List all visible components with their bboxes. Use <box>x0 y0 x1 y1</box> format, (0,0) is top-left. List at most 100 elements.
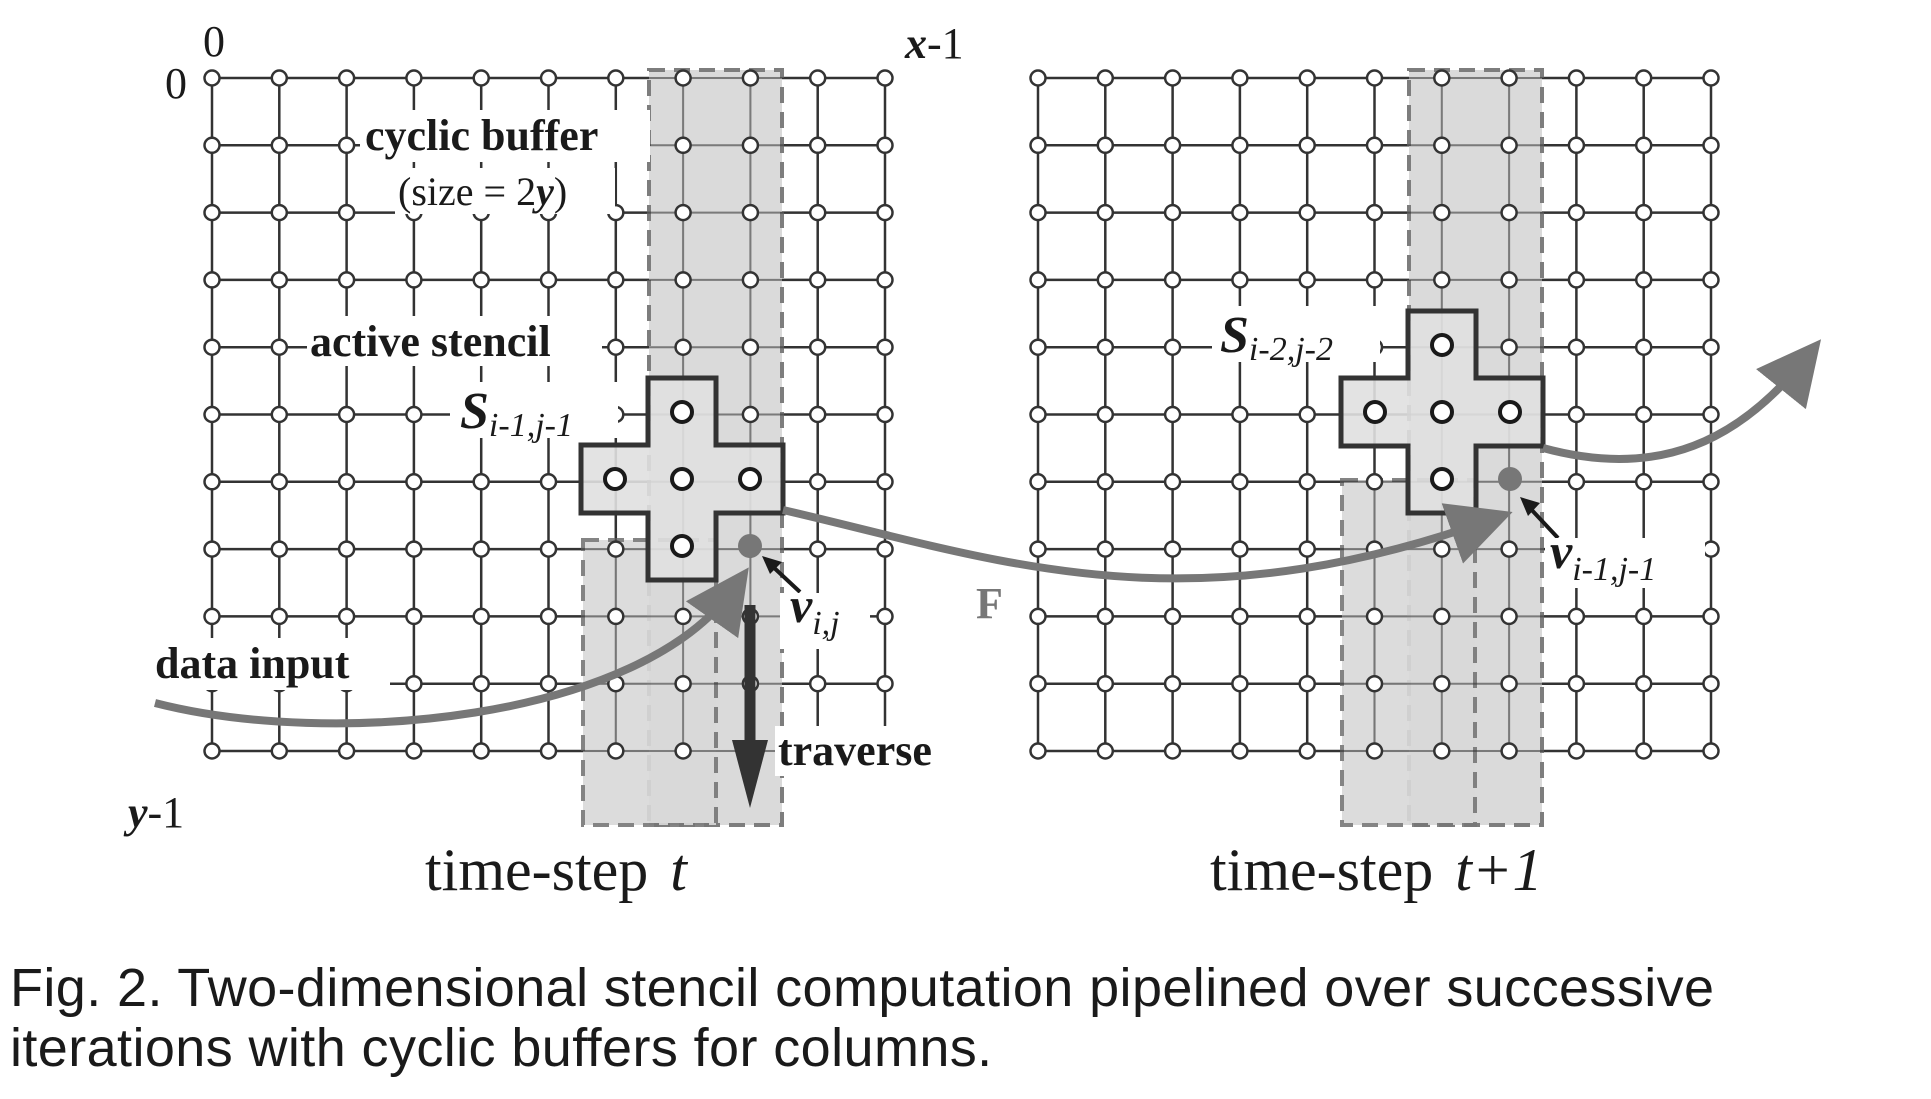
grid-node <box>1029 69 1047 87</box>
grid-node <box>1163 69 1182 87</box>
grid-node <box>1298 674 1316 693</box>
grid-node <box>472 540 490 558</box>
grid-node <box>1500 674 1518 693</box>
grid-node <box>1433 540 1451 558</box>
grid-node <box>1163 405 1182 424</box>
grid-node <box>337 405 356 424</box>
y-max-label: y-1 <box>123 788 184 837</box>
grid-node <box>270 69 289 87</box>
grid-node <box>337 136 356 155</box>
grid-node <box>337 203 356 222</box>
grid-node <box>1163 742 1182 760</box>
grid-node <box>472 271 490 289</box>
active-node-v-i-j <box>738 534 762 558</box>
grid-node <box>1365 271 1384 289</box>
grid-node <box>1433 674 1451 693</box>
grid-node <box>539 69 558 87</box>
grid-node <box>405 473 423 491</box>
grid-node <box>1567 136 1586 155</box>
stencil-label-left: Si-1,j-1 <box>460 383 573 444</box>
grid-node <box>607 338 625 356</box>
grid-node <box>1163 540 1182 558</box>
grid-node <box>1634 742 1653 760</box>
grid-node <box>808 338 827 356</box>
grid-node <box>1163 203 1182 222</box>
grid-node <box>1231 742 1249 760</box>
grid-node <box>876 540 894 558</box>
grid-node <box>1298 69 1316 87</box>
grid-node <box>674 607 692 626</box>
grid-node <box>1365 742 1384 760</box>
grid-node <box>1029 136 1047 155</box>
grid-node <box>405 271 423 289</box>
buffer-size-label: (size = 2y) <box>398 169 567 214</box>
v-i-1-j-1-pointer <box>1526 504 1560 540</box>
grid-node <box>1231 607 1249 626</box>
grid-node <box>1567 271 1586 289</box>
grid-node <box>1567 203 1586 222</box>
grid-node <box>876 607 894 626</box>
grid-node <box>472 607 490 626</box>
grid-node <box>1096 674 1115 693</box>
grid-node <box>876 338 894 356</box>
grid-node <box>203 69 221 87</box>
grid-node <box>1634 674 1653 693</box>
grid-node <box>1365 607 1384 626</box>
grid-node <box>741 69 760 87</box>
grid-node <box>1567 69 1586 87</box>
grid-node <box>472 742 490 760</box>
grid-node <box>1231 674 1249 693</box>
grid-node <box>607 540 625 558</box>
grid-node <box>472 473 490 491</box>
grid-node <box>1634 69 1653 87</box>
grid-node <box>876 136 894 155</box>
grid-node <box>270 742 289 760</box>
grid-node <box>876 473 894 491</box>
grid-node <box>1702 271 1720 289</box>
grid-node <box>808 473 827 491</box>
grid-node <box>203 540 221 558</box>
grid-node <box>1567 742 1586 760</box>
origin-x-label: 0 <box>203 17 225 66</box>
v-i-1-j-1-pointer-head <box>1520 497 1540 516</box>
grid-node <box>741 271 760 289</box>
grid-node <box>539 271 558 289</box>
grid-node <box>203 203 221 222</box>
grid-node <box>1634 473 1653 491</box>
grid-node <box>1500 271 1518 289</box>
grid-node <box>1096 136 1115 155</box>
grid-node <box>1702 742 1720 760</box>
grid-node <box>270 540 289 558</box>
grid-node <box>1298 607 1316 626</box>
grid-node <box>203 271 221 289</box>
figure-caption: Fig. 2. Two-dimensional stencil computat… <box>10 958 1925 1078</box>
grid-node <box>876 674 894 693</box>
grid-node <box>1433 271 1451 289</box>
grid-node <box>405 674 423 693</box>
grid-node <box>337 607 356 626</box>
grid-node <box>1298 473 1316 491</box>
grid-node <box>405 540 423 558</box>
grid-node <box>1029 203 1047 222</box>
grid-node <box>1096 540 1115 558</box>
active-stencil-label: active stencil <box>310 317 551 366</box>
grid-node <box>337 540 356 558</box>
grid-node <box>203 473 221 491</box>
grid-node <box>741 405 760 424</box>
grid-node <box>1096 69 1115 87</box>
grid-node <box>674 338 692 356</box>
grid-node <box>1365 674 1384 693</box>
grid-node <box>1029 405 1047 424</box>
grid-node <box>1029 338 1047 356</box>
grid-node <box>607 69 625 87</box>
grid-node <box>539 473 558 491</box>
grid-node <box>1365 136 1384 155</box>
grid-node <box>808 271 827 289</box>
grid-node <box>607 607 625 626</box>
grid-node <box>1096 473 1115 491</box>
grid-node <box>337 69 356 87</box>
grid-node <box>1433 69 1451 87</box>
grid-node <box>1500 136 1518 155</box>
grid-node <box>1231 69 1249 87</box>
